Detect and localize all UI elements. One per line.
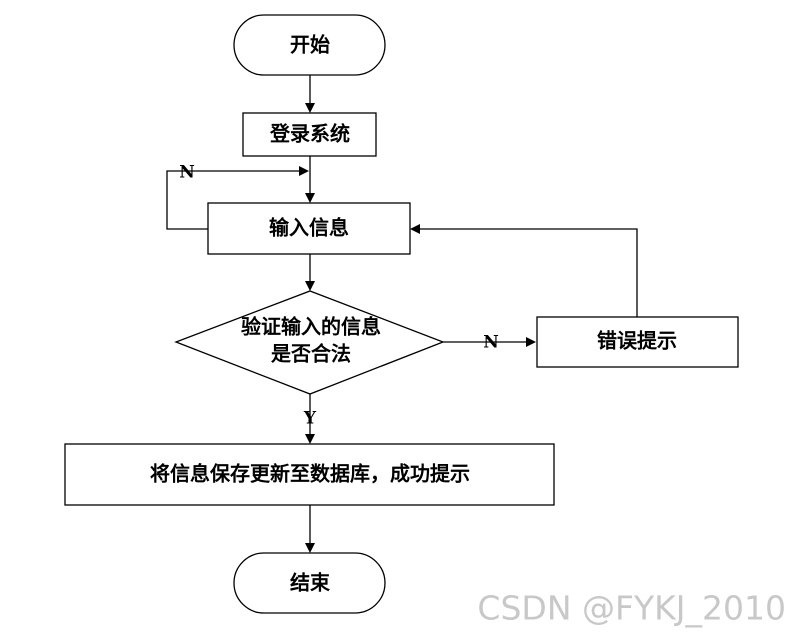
arrowhead <box>305 434 315 444</box>
arrowhead <box>526 337 536 347</box>
invalid-n-label: N <box>483 333 499 353</box>
save-process-shape <box>64 443 555 506</box>
edges <box>166 75 638 553</box>
input-node: 输入信息 <box>207 202 411 255</box>
loop-n-label: N <box>179 163 195 183</box>
validate-label-line1: 验证输入的信息 <box>241 315 381 339</box>
error-process-shape <box>536 316 739 368</box>
validate-label-line2: 是否合法 <box>270 342 351 366</box>
arrowhead <box>299 166 309 176</box>
arrowhead <box>305 543 315 553</box>
validate-node: 验证输入的信息 是否合法 <box>174 290 445 395</box>
input-label: 输入信息 <box>269 216 349 240</box>
edge-input-loop-back <box>166 170 299 230</box>
end-terminator-shape <box>233 552 386 614</box>
save-label: 将信息保存更新至数据库，成功提示 <box>150 462 470 486</box>
arrowhead <box>305 281 315 291</box>
login-label: 登录系统 <box>269 122 350 146</box>
input-process-shape <box>207 202 411 255</box>
watermark: CSDN @FYKJ_2010 <box>477 589 786 628</box>
login-process-shape <box>242 112 377 157</box>
login-node: 登录系统 <box>242 112 377 157</box>
arrowhead <box>305 193 315 203</box>
save-node: 将信息保存更新至数据库，成功提示 <box>64 443 555 506</box>
end-label: 结束 <box>290 571 331 595</box>
start-node: 开始 <box>233 14 386 76</box>
arrowhead <box>305 103 315 113</box>
end-node: 结束 <box>233 552 386 614</box>
edge-error-to-input <box>420 228 638 317</box>
validate-decision-shape <box>174 290 445 395</box>
start-label: 开始 <box>290 33 330 57</box>
valid-y-label: Y <box>303 409 317 429</box>
error-label: 错误提示 <box>597 329 677 353</box>
start-terminator-shape <box>233 14 386 76</box>
error-node: 错误提示 <box>536 316 739 368</box>
arrowhead <box>410 224 420 234</box>
